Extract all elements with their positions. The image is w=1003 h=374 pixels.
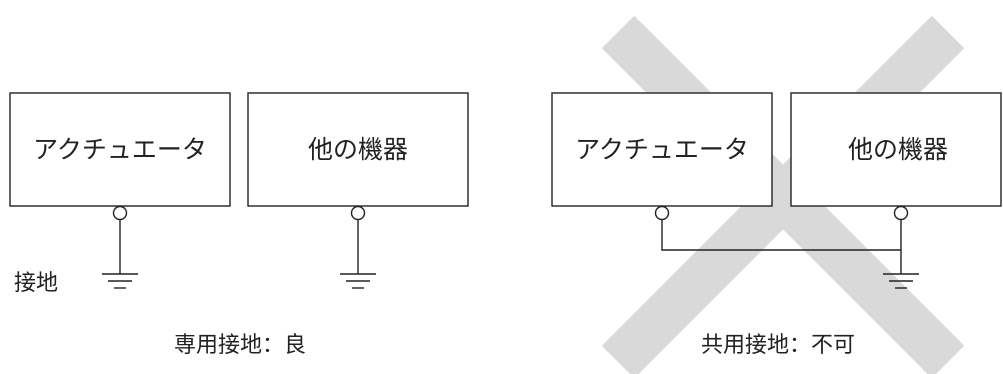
other-device-box-left — [247, 92, 469, 207]
actuator-label-left: アクチュエータ — [33, 135, 207, 164]
ground-symbol-shared — [883, 273, 919, 289]
terminal-actuator-left — [112, 205, 128, 221]
terminal-other-device-right — [893, 205, 909, 221]
ground-symbol-actuator-left — [102, 273, 138, 289]
ground-label: 接地 — [14, 271, 58, 296]
terminal-actuator-right — [654, 205, 670, 221]
caption-dedicated-ground: 専用接地：良 — [174, 333, 306, 358]
ground-symbol-other-device-left — [340, 273, 376, 289]
other-device-label-left: 他の機器 — [308, 135, 408, 164]
actuator-label-right: アクチュエータ — [575, 135, 749, 164]
shared-wire-actuator — [661, 220, 901, 251]
shared-ground-diagram: アクチュエータ 他の機器 共用接地：不可 — [551, 92, 1002, 358]
dedicated-ground-diagram: アクチュエータ 他の機器 接地 専用接地：良 — [9, 92, 469, 358]
other-device-box-right — [790, 92, 1002, 207]
terminal-other-device-left — [350, 205, 366, 221]
other-device-label-right: 他の機器 — [848, 135, 948, 164]
prohibited-cross-mark — [601, 15, 965, 374]
caption-shared-ground: 共用接地：不可 — [701, 333, 855, 358]
actuator-box-left — [9, 92, 231, 207]
